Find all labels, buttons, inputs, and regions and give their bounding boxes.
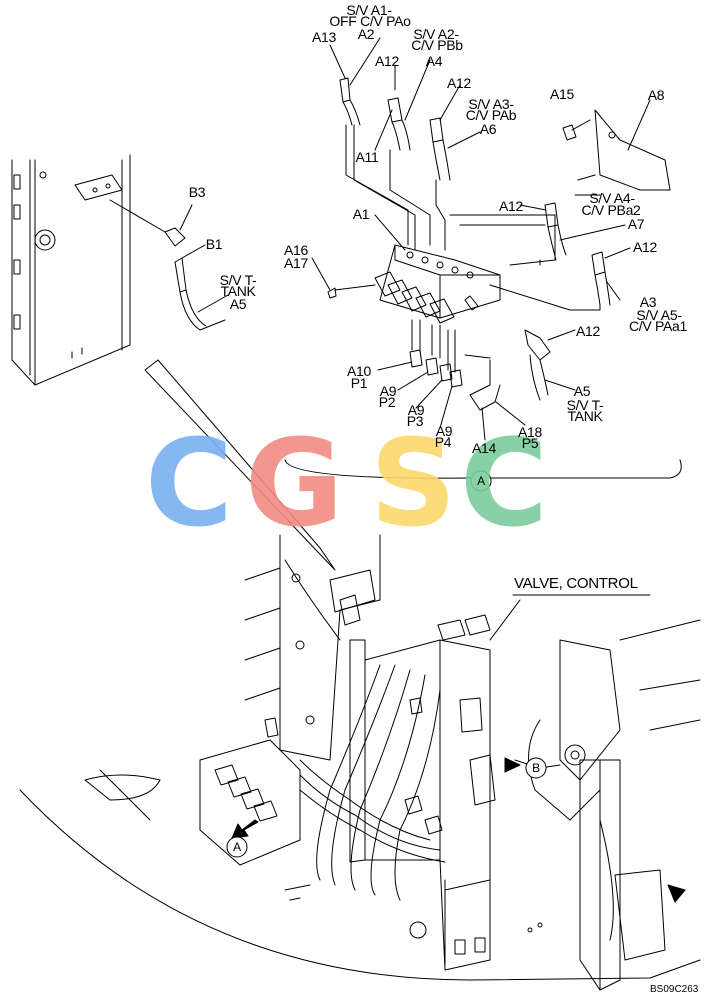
lower-assembly: [199, 534, 496, 971]
watermark-letter-c2: C: [460, 415, 549, 554]
label-sv-a4: S/V A4-: [589, 190, 635, 206]
callout-circle-a-top: [470, 470, 492, 492]
label-sv-t-1: S/V T-: [219, 272, 257, 288]
label-a11: A11: [355, 149, 379, 165]
pressure-ports: [409, 319, 501, 411]
label-tank-2: TANK: [567, 408, 603, 424]
callout-circle-a-bottom: [226, 836, 248, 858]
callout-a-top: A: [477, 474, 485, 488]
label-a3: A3: [639, 294, 657, 310]
label-a5-2: A5: [573, 383, 591, 399]
view-arrow-b: [504, 757, 521, 773]
label-a12-elbow: A12: [575, 323, 601, 339]
label-a10: A10: [346, 363, 372, 379]
label-a15: A15: [549, 86, 575, 102]
label-a14: A14: [471, 440, 497, 456]
label-sv-a3: S/V A3-: [468, 96, 514, 112]
label-a13: A13: [311, 29, 337, 45]
label-a16: A16: [283, 242, 309, 258]
label-a1: A1: [352, 206, 370, 222]
floor-hole: [84, 774, 161, 801]
control-valve-manifold: [327, 244, 501, 324]
callout-b: B: [532, 761, 540, 775]
label-a4: A4: [425, 53, 443, 69]
section-divider: [284, 459, 682, 479]
label-a17: A17: [283, 255, 309, 271]
label-p3: P3: [406, 413, 424, 429]
left-frame-panel: [11, 154, 131, 386]
label-a2: A2: [357, 26, 375, 42]
label-p4: P4: [434, 434, 452, 450]
label-a9-1: A9: [379, 383, 397, 399]
label-a12-top1: A12: [374, 53, 400, 69]
valve-control-leader: [489, 599, 521, 641]
drawing-code: BS09C263: [650, 984, 699, 995]
label-a8: A8: [647, 87, 665, 103]
label-a6: A6: [479, 121, 497, 137]
label-a18: A18: [517, 424, 543, 440]
label-cv-pba2: C/V PBa2: [581, 202, 641, 218]
label-sv-t-2: S/V T-: [566, 397, 604, 413]
label-off-cv-pao: OFF C/V PAo: [329, 13, 411, 29]
routing-lines: [345, 124, 601, 311]
label-tank-1: TANK: [220, 283, 256, 299]
label-a12-mid: A12: [498, 198, 524, 214]
callout-circle-b: [525, 757, 547, 779]
label-cv-pbb: C/V PBb: [411, 37, 463, 53]
right-structure: [528, 619, 701, 991]
label-a9-3: A9: [435, 423, 453, 439]
label-a9-2: A9: [407, 402, 425, 418]
label-a12-right: A12: [632, 239, 658, 255]
label-b1: B1: [205, 236, 223, 252]
label-cv-paa1: C/V PAa1: [628, 318, 688, 334]
tank-return-hose: [524, 329, 551, 401]
label-b3: B3: [188, 184, 206, 200]
callout-a-bottom: A: [233, 840, 241, 854]
label-sv-a2: S/V A2-: [413, 26, 459, 42]
watermark-letter-c1: C: [145, 415, 234, 554]
label-valve-control: VALVE, CONTROL: [514, 575, 638, 592]
floor-outline: [19, 789, 701, 981]
label-sv-a5: S/V A5-: [636, 307, 682, 323]
label-cv-pab: C/V PAb: [465, 107, 517, 123]
label-a7: A7: [627, 216, 645, 232]
label-a5-1: A5: [229, 296, 247, 312]
mounting-bracket: [562, 109, 671, 196]
watermark-letter-s: S: [370, 415, 457, 554]
pilot-hoses: [329, 44, 611, 306]
label-p1: P1: [350, 375, 368, 391]
view-pointer: [144, 359, 336, 571]
b-fittings: [109, 199, 226, 331]
label-p5: P5: [521, 435, 539, 451]
label-p2: P2: [378, 394, 396, 410]
label-a12-top2: A12: [446, 75, 472, 91]
direction-arrow: [667, 884, 686, 903]
callout-leaders: [197, 37, 651, 441]
label-sv-a1: S/V A1-: [346, 2, 392, 18]
view-arrow-a: [231, 819, 259, 839]
watermark-letter-g: G: [245, 415, 344, 554]
